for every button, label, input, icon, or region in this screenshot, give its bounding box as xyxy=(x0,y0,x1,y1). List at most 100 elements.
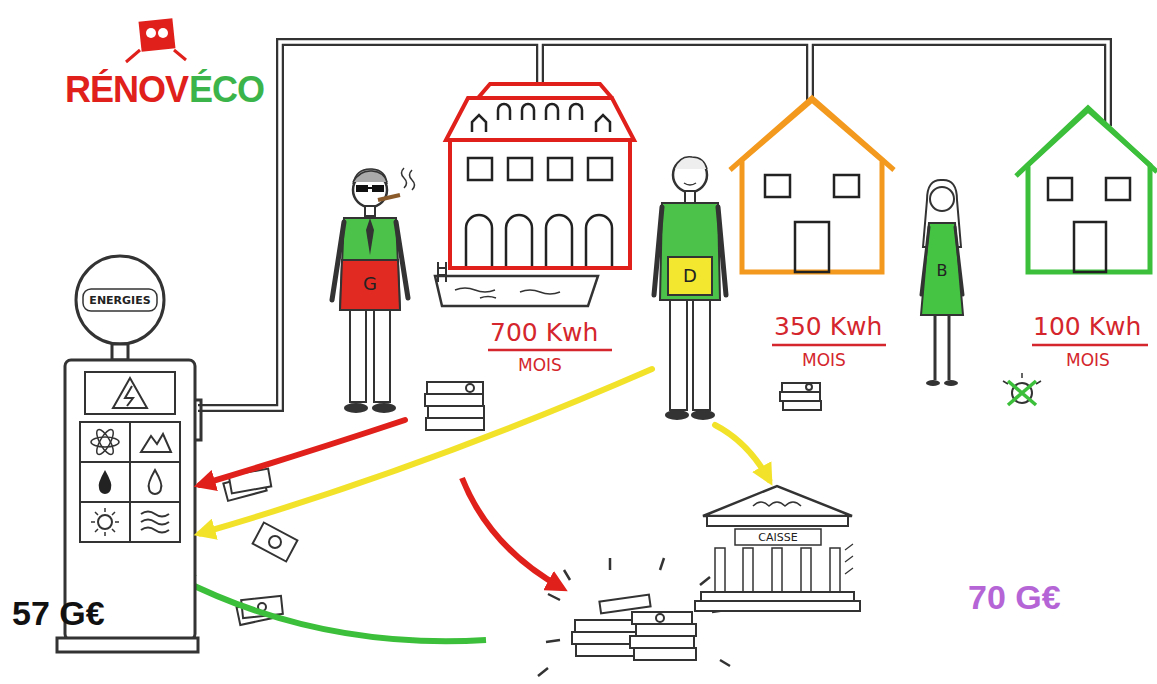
bank-caisse-shape xyxy=(695,480,860,620)
person-d-shape xyxy=(670,300,687,410)
energy-pump-shape xyxy=(94,427,117,456)
consumption-unit: MOIS xyxy=(802,352,846,369)
energy-pump-shape xyxy=(55,250,200,655)
money-pile xyxy=(630,636,694,648)
energy-pump-shape xyxy=(141,512,169,533)
money-stack xyxy=(782,383,820,392)
bank-caisse: CAISSE xyxy=(695,480,860,620)
consumption-value: 350 Kwh xyxy=(774,314,882,339)
person-g-shape xyxy=(365,206,375,216)
money-pile xyxy=(538,558,730,676)
bank-caisse-shape xyxy=(772,548,782,592)
money-stack xyxy=(426,418,484,430)
orange-house xyxy=(730,98,894,170)
person-d: D xyxy=(640,145,740,425)
energy-pump-shape xyxy=(125,386,133,406)
orange-house xyxy=(765,175,859,272)
bank-caisse-shape xyxy=(695,601,860,611)
kwh-underline xyxy=(488,349,612,352)
bank-caisse-shape xyxy=(715,548,840,592)
mansion xyxy=(588,158,612,180)
money-stack xyxy=(425,394,483,406)
logo-icon xyxy=(139,18,176,51)
green-house xyxy=(1048,178,1130,272)
logo-text: ÉCO xyxy=(189,72,264,108)
person-g-shape xyxy=(340,218,400,310)
person-g-shape xyxy=(366,218,374,255)
money-stack xyxy=(783,401,821,410)
person-d-shape xyxy=(660,203,720,300)
energy-pump-shape xyxy=(112,344,128,360)
flow-arrow xyxy=(178,578,486,641)
flow-arrow xyxy=(462,478,562,588)
person-b-shape xyxy=(935,315,949,380)
person-d-shape xyxy=(685,191,695,203)
mansion xyxy=(466,215,612,266)
bank-caisse-shape xyxy=(845,544,853,574)
orange-house xyxy=(795,222,829,272)
energy-pump-shape xyxy=(91,437,119,447)
amount-total: 70 G€ xyxy=(968,580,1061,614)
money-pile xyxy=(632,612,692,624)
swimming-pool xyxy=(438,262,446,282)
mansion xyxy=(450,140,630,268)
person-d-shape xyxy=(654,207,726,295)
bank-caisse-shape xyxy=(753,502,801,506)
person-g-shape xyxy=(353,171,387,182)
person-d-shape xyxy=(668,257,712,295)
mansion xyxy=(468,158,492,180)
bank-caisse-shape xyxy=(701,592,854,601)
flying-bills xyxy=(229,469,272,494)
energy-pump-shape xyxy=(91,427,119,456)
consumption-value: 700 Kwh xyxy=(490,320,598,345)
energy-pump-shape xyxy=(141,434,171,452)
energy-pump-shape xyxy=(83,289,157,311)
mansion xyxy=(446,84,634,268)
kwh-underline xyxy=(1032,344,1148,347)
money-flow-arrow xyxy=(200,369,652,534)
money-stack xyxy=(466,384,474,392)
energy-pump-shape xyxy=(99,470,112,494)
consumption-unit: MOIS xyxy=(518,357,562,374)
money-pile xyxy=(656,614,664,622)
shirt-letter: D xyxy=(683,267,697,285)
person-d-shape xyxy=(691,410,715,420)
kwh-underline xyxy=(772,344,886,347)
mansion xyxy=(498,104,582,120)
energy-pump-shape xyxy=(85,372,175,414)
person-g-shape xyxy=(372,185,384,192)
power-wire xyxy=(198,42,1108,408)
bank-caisse-shape xyxy=(830,548,840,592)
money-stack xyxy=(425,382,821,430)
person-g-shape xyxy=(368,187,372,189)
person-b: B xyxy=(905,175,980,395)
consumption-value: 100 Kwh xyxy=(1033,314,1141,339)
person-g-shape xyxy=(402,168,415,190)
energy-pump-shape xyxy=(80,422,180,542)
person-d-shape xyxy=(684,183,696,185)
pump-sign-text: ENERGIES xyxy=(89,295,150,306)
money-pile xyxy=(634,648,696,660)
power-wire xyxy=(198,42,1108,408)
bank-sign-text: CAISSE xyxy=(758,532,797,543)
kwh-underline xyxy=(488,345,1148,350)
energy-pump: ENERGIES xyxy=(55,250,200,655)
energy-pump-shape xyxy=(57,638,198,652)
person-d-shape xyxy=(640,145,740,425)
person-g-shape xyxy=(332,222,408,300)
mansion xyxy=(466,104,612,266)
person-b-shape xyxy=(905,175,980,395)
mansion xyxy=(548,158,572,180)
person-g-shape xyxy=(374,310,390,402)
bank-caisse-shape xyxy=(735,529,821,545)
money-flow-arrow xyxy=(200,420,405,485)
green-house xyxy=(1028,110,1150,272)
money-stack xyxy=(428,406,484,418)
orange-house xyxy=(765,175,790,197)
logo-icon xyxy=(126,50,186,62)
person-g-shape xyxy=(344,403,368,413)
swimming-pool xyxy=(435,262,598,306)
person-b-shape xyxy=(921,227,963,295)
person-g-shape xyxy=(378,195,400,200)
money-pile xyxy=(636,624,696,636)
